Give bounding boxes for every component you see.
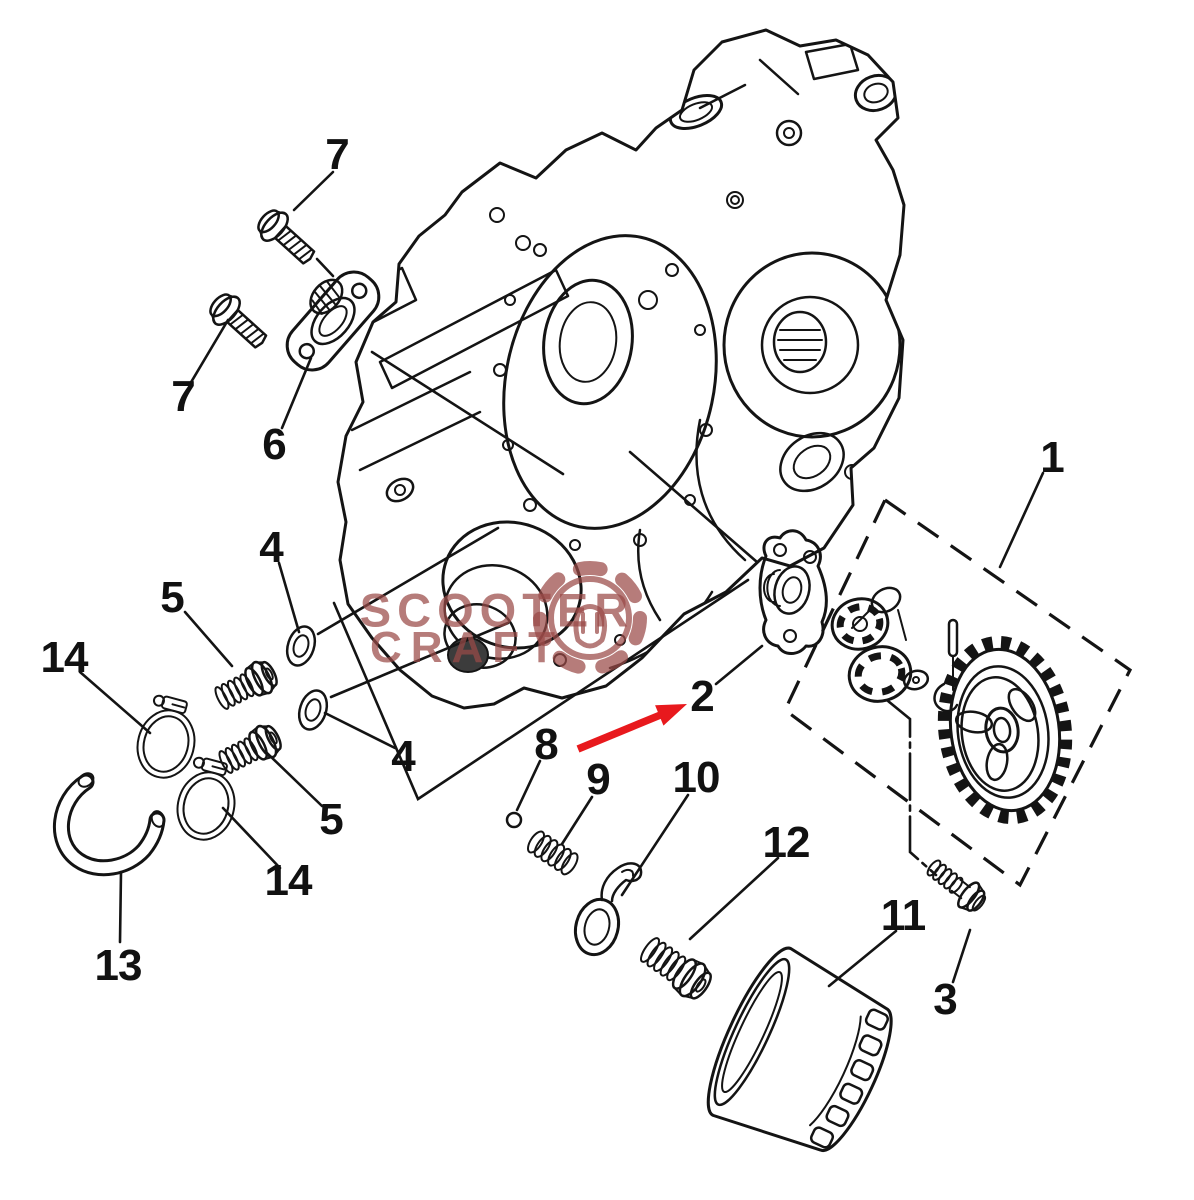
callout-9: 9 [586,755,611,804]
oil-filter-11-drawing [706,946,893,1153]
pump-plate-2-drawing [758,529,828,655]
hose-clamp-14a-drawing [136,694,196,779]
callout-5: 5 [160,573,185,622]
flange-bolt-7a-drawing [257,209,316,265]
callout-7: 7 [171,372,196,421]
callout-8: 8 [534,720,559,769]
leader-line-8 [515,759,542,812]
callout-11: 11 [880,891,927,940]
callout-14: 14 [264,856,313,905]
callout-14: 14 [40,633,89,682]
callout-leader-lines [78,170,1045,988]
leader-line-4 [323,711,397,750]
assembly-lines [315,257,938,877]
watermark-line2: CRAFT [369,623,565,672]
callout-4: 4 [259,523,284,572]
callout-13: 13 [94,941,143,990]
leader-line-2 [714,644,764,686]
oil-pump-rotors-drawing [830,586,930,703]
union-fitting-5a-drawing [214,660,278,710]
leader-line-6 [280,356,313,430]
washer-4b-drawing [297,689,329,731]
leader-line-7 [188,318,230,386]
strainer-flange-6-drawing [285,270,381,372]
leader-line-14 [78,670,152,735]
watermark-line1: SCOOTER [359,583,635,637]
leader-line-1 [998,471,1045,569]
callout-6: 6 [262,420,287,469]
leader-line-7 [292,170,335,212]
assembly-group-box [782,497,1133,888]
leader-line-12 [688,856,780,941]
stopper-bracket-10-drawing [573,862,643,957]
leader-line-14 [221,806,282,870]
callout-7: 7 [325,130,350,179]
flange-bolt-7b-drawing [209,293,268,349]
union-fitting-12-drawing [639,937,712,1000]
leader-line-10 [620,793,690,897]
spring-9-drawing [527,830,579,876]
red-arrow-head [655,704,687,726]
red-arrow-shaft [576,709,667,753]
flange-bolt-3-drawing [926,859,987,912]
gear-icon [533,561,647,675]
dynamic-overlays [576,497,1133,888]
callout-10: 10 [672,753,721,802]
pin-8-drawing [505,811,523,829]
pump-drive-gear-drawing [937,635,1073,825]
oil-hose-13-drawing [52,772,166,877]
callout-2: 2 [690,672,715,721]
leader-line-5 [183,610,234,668]
crankcase-drawing [336,28,906,710]
leader-line-3 [951,928,972,984]
callout-1: 1 [1040,433,1065,482]
washer-4a-drawing [285,625,317,667]
callout-5: 5 [319,795,344,844]
leader-line-9 [560,795,594,846]
callout-3: 3 [933,975,958,1024]
leader-line-13 [118,870,123,944]
callout-12: 12 [762,818,811,867]
leader-line-5 [265,751,324,808]
leader-line-4 [277,561,301,634]
callout-4: 4 [391,732,416,781]
union-fitting-5b-drawing [218,724,282,774]
leader-line-11 [827,929,898,988]
